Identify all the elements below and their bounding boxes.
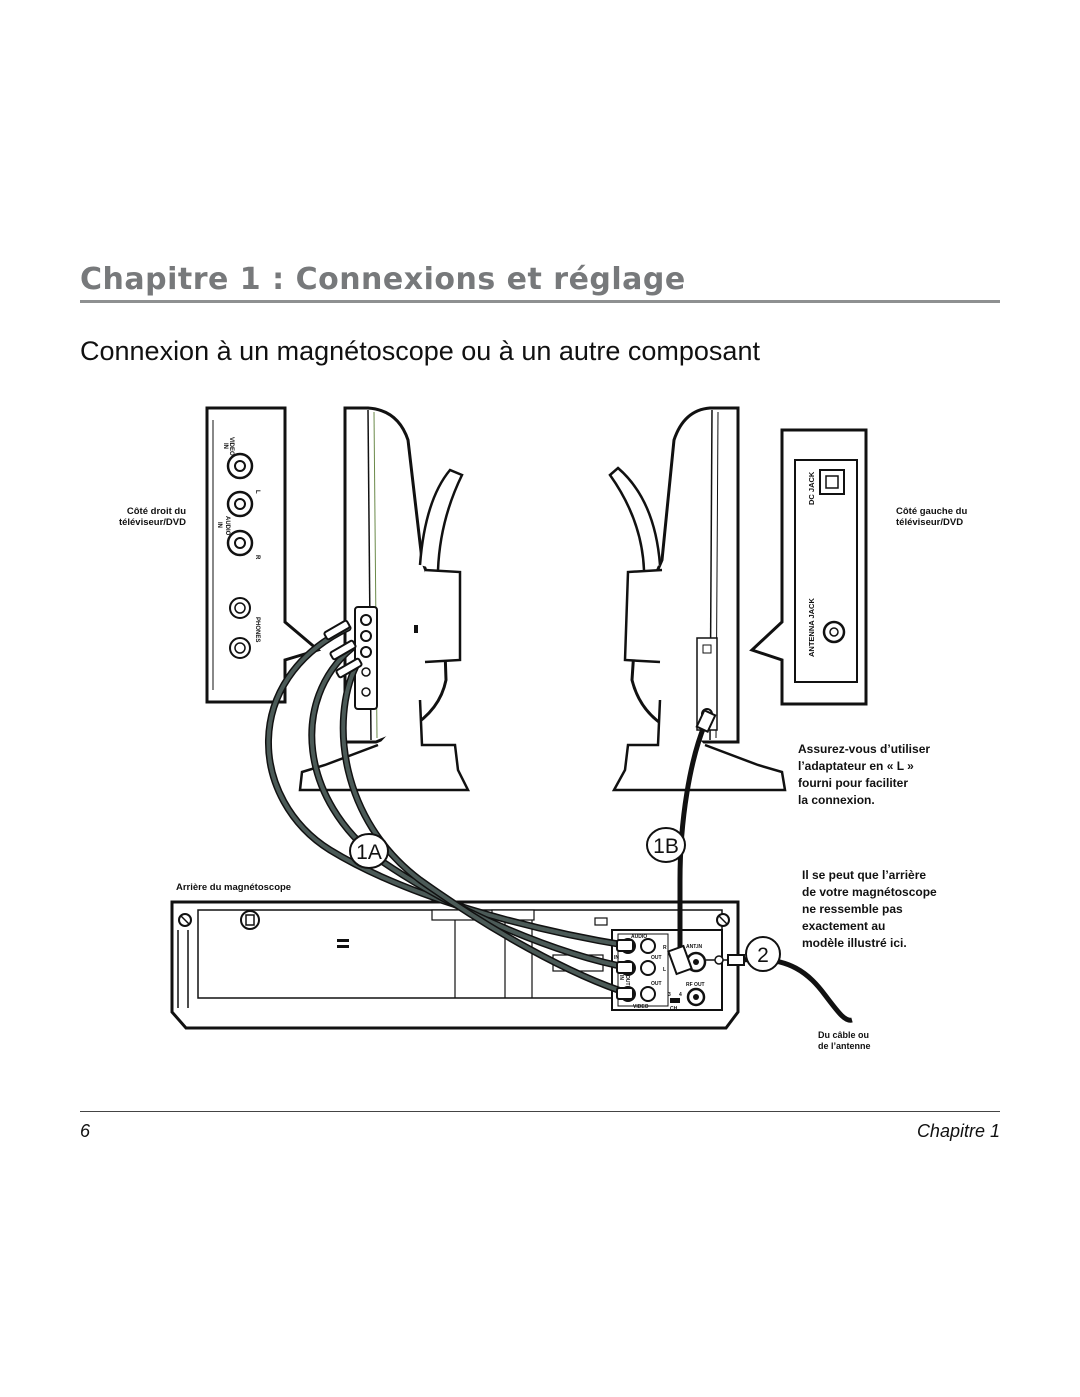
left-side-caption-line-1: Côté gauche du (896, 506, 968, 517)
chapter-rule (80, 300, 1000, 303)
step-2-label: 2 (757, 944, 769, 967)
right-side-caption-line-1: Côté droit du (126, 506, 186, 517)
adapter-note-line-4: la connexion. (798, 793, 875, 807)
right-side-caption: Côté droit du téléviseur/DVD (108, 506, 186, 528)
cable-source-caption: Du câble ou de l’antenne (818, 1030, 871, 1052)
vcr-ch4-label: 4 (679, 992, 682, 998)
dc-jack-label: DC JACK (807, 471, 816, 505)
right-side-caption-line-2: téléviseur/DVD (118, 517, 186, 528)
panel-audio-in-label: IN (216, 522, 222, 528)
vcr-audio-label: AUDIO (631, 934, 647, 940)
vcr-video-out-label: OUT (624, 975, 630, 986)
rf-cable (667, 708, 853, 1023)
step-1b-label: 1B (653, 835, 679, 858)
adapter-note-line-3: fourni pour faciliter (798, 776, 909, 790)
left-side-jack-panel: DC JACK ANTENNA JACK (749, 428, 868, 706)
vcr-out2-label: OUT (651, 981, 662, 987)
adapter-note: Assurez-vous d’utiliser l’adaptateur en … (798, 741, 930, 809)
footer-chapter: Chapitre 1 (916, 1121, 1000, 1141)
panel-audio-label: AUDIO (224, 516, 230, 536)
vcr-note-line-2: de votre magnétoscope (802, 885, 937, 899)
adapter-note-line-2: l’adaptateur en « L » (798, 759, 914, 773)
vcr-note-line-4: exactement au (802, 919, 886, 933)
vcr-ant-in-label: ANT.IN (686, 944, 703, 950)
panel-phones-label: PHONES (254, 617, 260, 642)
vcr-ch3-label: 3 (668, 992, 671, 998)
panel-r-label: R (254, 555, 260, 560)
adapter-note-line-1: Assurez-vous d’utiliser (798, 742, 931, 756)
page-number: 6 (80, 1121, 91, 1141)
vcr-out-label: OUT (651, 955, 662, 961)
antenna-jack-label: ANTENNA JACK (807, 598, 816, 657)
right-side-jack-panel: VIDEO IN L AUDIO IN R PHONES (205, 406, 322, 704)
vcr-rf-out-label: RF OUT (686, 982, 705, 988)
chapter-title: Chapitre 1 : Connexions et réglage (80, 262, 686, 297)
panel-video-label: VIDEO (228, 437, 234, 456)
cable-source-line-2: de l’antenne (818, 1041, 871, 1051)
step-1a-label: 1A (356, 841, 382, 864)
vcr-r-label: R (663, 945, 667, 951)
cable-source-line-1: Du câble ou (818, 1030, 870, 1040)
vcr-rear: AUDIO IN OUT R L OUT ANT.IN RF OUT 3 4 C… (170, 900, 740, 1030)
vcr-note-line-5: modèle illustré ici. (802, 936, 907, 950)
vcr-caption: Arrière du magnétoscope (176, 882, 292, 893)
vcr-ch-label: CH. (670, 1006, 679, 1012)
vcr-video-label: VIDEO (633, 1004, 649, 1010)
vcr-note: Il se peut que l’arrière de votre magnét… (802, 867, 937, 952)
step-2-badge: 2 (745, 936, 781, 972)
panel-video-in-label: IN (222, 443, 228, 449)
footer-rule (80, 1111, 1000, 1112)
vcr-note-line-1: Il se peut que l’arrière (802, 868, 927, 882)
step-1a-badge: 1A (349, 833, 389, 869)
av-plugs (323, 619, 634, 1000)
section-title: Connexion à un magnétoscope ou à un autr… (80, 336, 760, 366)
left-side-caption: Côté gauche du téléviseur/DVD (896, 506, 967, 528)
vcr-video-in-label: IN (618, 975, 624, 980)
tv-right-side (298, 406, 471, 792)
vcr-l-label: L (663, 967, 666, 973)
tv-left-side (608, 406, 787, 792)
left-side-caption-line-2: téléviseur/DVD (896, 517, 964, 528)
vcr-in-label: IN (614, 955, 619, 961)
panel-l-label: L (254, 490, 260, 494)
step-1b-badge: 1B (646, 827, 686, 863)
vcr-note-line-3: ne ressemble pas (802, 902, 903, 916)
